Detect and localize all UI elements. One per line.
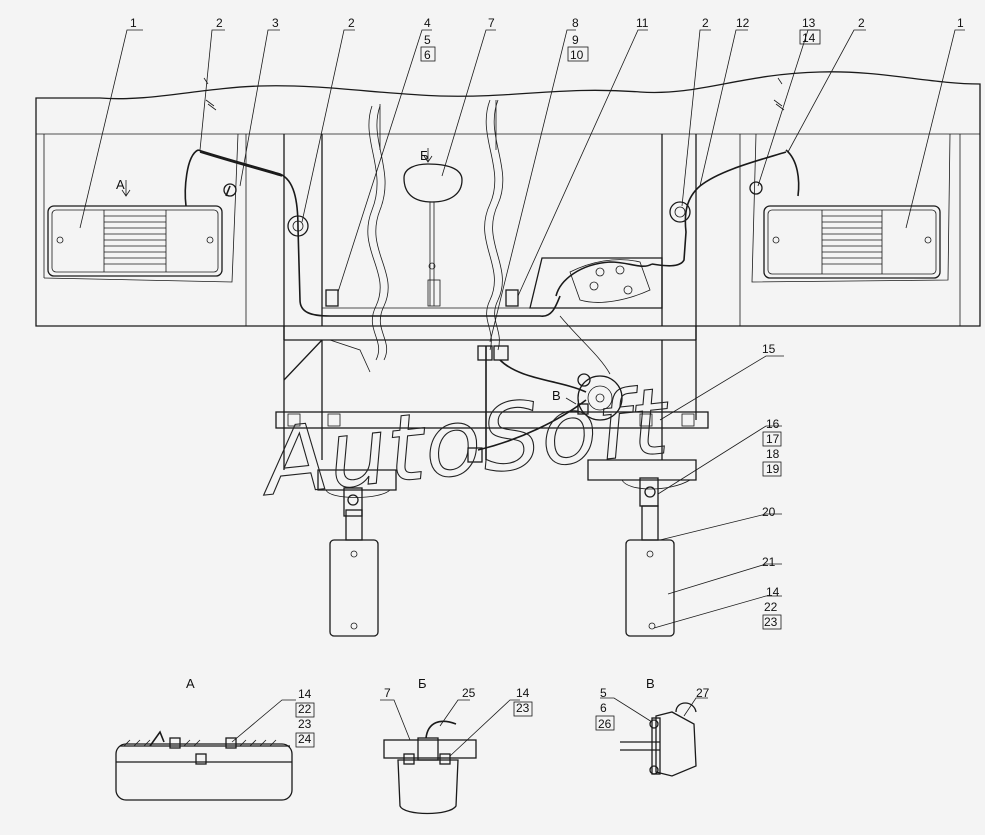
callout-2-c: 2	[702, 16, 709, 30]
left-tail-lamp	[47, 205, 223, 277]
callout-19: 19	[766, 462, 780, 476]
detail-v-27: 27	[696, 686, 710, 700]
callout-5: 5	[424, 33, 431, 47]
callout-4: 4	[424, 16, 431, 30]
callout-2-b: 2	[348, 16, 355, 30]
view-label-v: В	[646, 676, 655, 691]
detail-a-23: 23	[298, 717, 312, 731]
callout-10: 10	[570, 48, 584, 62]
callout-17: 17	[766, 432, 780, 446]
callout-3: 3	[272, 16, 279, 30]
callout-14-right: 14	[766, 585, 780, 599]
leader-lines	[79, 29, 965, 629]
callout-6: 6	[424, 48, 431, 62]
detail-v-5: 5	[600, 686, 607, 700]
callout-15: 15	[762, 342, 776, 356]
callout-8: 8	[572, 16, 579, 30]
detail-a-14: 14	[298, 687, 312, 701]
callout-11: 11	[636, 16, 649, 30]
callout-20: 20	[762, 505, 776, 519]
callout-13: 13	[802, 16, 816, 30]
callout-16: 16	[766, 417, 780, 431]
callout-7: 7	[488, 16, 495, 30]
callout-2-a: 2	[216, 16, 223, 30]
view-label-a: А	[186, 676, 195, 691]
detail-view-v: В 5 6 26 27	[595, 676, 710, 777]
detail-v-26: 26	[598, 717, 612, 731]
callout-9: 9	[572, 33, 579, 47]
wiring-harness	[184, 99, 800, 463]
detail-a-22: 22	[298, 702, 312, 716]
callout-18: 18	[766, 447, 780, 461]
view-label-b: Б	[418, 676, 427, 691]
watermark: AutoSoft	[255, 368, 676, 517]
detail-view-a: А 14 22 23 24	[115, 676, 315, 801]
detail-a-24: 24	[298, 732, 312, 746]
arrow-label-a: А	[116, 177, 125, 192]
callout-21: 21	[762, 555, 776, 569]
callout-2-d: 2	[858, 16, 865, 30]
right-mudflap	[625, 477, 675, 637]
detail-view-b: Б 7 25 14 23	[380, 676, 533, 815]
callout-1-right: 1	[957, 16, 964, 30]
arrow-label-b: Б	[420, 148, 429, 163]
callout-22-right: 22	[764, 600, 778, 614]
callouts-right: 15 16 17 18 19 20 21 14 22 23	[762, 342, 782, 630]
detail-v-6: 6	[600, 701, 607, 715]
detail-b-14: 14	[516, 686, 530, 700]
callouts-top: 1 2 3 2 4 5 6 7 8 9 10 11 2 12 13 14 2 1	[130, 16, 964, 62]
callout-12: 12	[736, 16, 750, 30]
interior-lamp	[403, 163, 463, 307]
detail-b-25: 25	[462, 686, 476, 700]
left-mudflap	[329, 487, 379, 637]
callout-23-right: 23	[764, 615, 778, 629]
callout-1-left: 1	[130, 16, 137, 30]
detail-b-23: 23	[516, 701, 530, 715]
arrow-label-v: В	[552, 388, 561, 403]
callout-14-top: 14	[802, 31, 816, 45]
right-tail-lamp	[763, 205, 941, 279]
detail-b-7: 7	[384, 686, 391, 700]
